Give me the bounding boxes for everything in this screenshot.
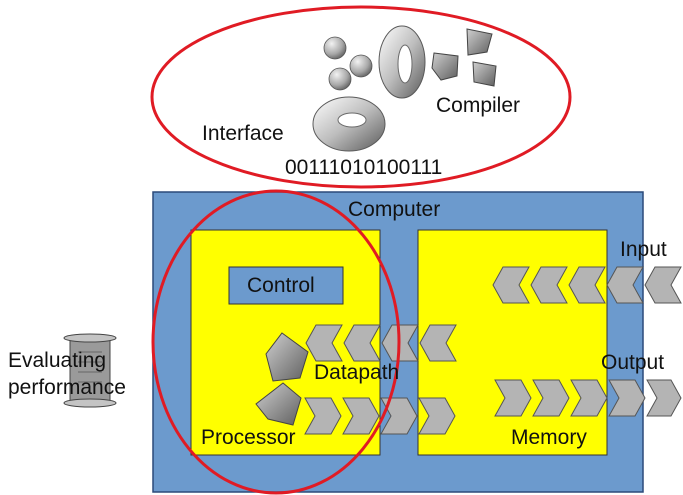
polygon-shard-icon <box>255 382 302 426</box>
control-label: Control <box>247 274 315 297</box>
output-arrows <box>494 379 682 417</box>
torus-icon <box>378 25 426 99</box>
sphere-icon <box>323 36 347 60</box>
chevron-arrow-icon <box>342 397 380 435</box>
compiler-label: Compiler <box>436 94 521 117</box>
datapath-label: Datapath <box>314 361 400 384</box>
chevron-arrow-icon <box>380 397 418 435</box>
datapath-lower-arrows <box>304 397 456 435</box>
chevron-arrow-icon <box>644 266 682 304</box>
control-box <box>228 266 344 305</box>
chevron-arrow-icon <box>570 379 608 417</box>
torus-icon <box>312 96 386 152</box>
polygon-shard-icon <box>472 61 497 87</box>
interface-highlight-ellipse <box>150 5 572 189</box>
polygon-shard-icon <box>466 28 493 56</box>
memory-label: Memory <box>511 426 587 449</box>
chevron-arrow-icon <box>530 266 568 304</box>
processor-label: Processor <box>201 426 296 449</box>
computer-label: Computer <box>348 198 441 221</box>
performance-label: performance <box>8 376 126 399</box>
chevron-arrow-icon <box>304 397 342 435</box>
chevron-arrow-icon <box>568 266 606 304</box>
output-label: Output <box>601 351 665 374</box>
input-label: Input <box>620 238 667 261</box>
input-arrows <box>492 266 682 304</box>
sphere-icon <box>349 54 373 78</box>
polygon-shard-icon <box>265 332 309 382</box>
chevron-arrow-icon <box>646 379 682 417</box>
evaluating-label: Evaluating <box>8 349 107 372</box>
chevron-arrow-icon <box>305 324 343 362</box>
chevron-arrow-icon <box>418 397 456 435</box>
processor-highlight-ellipse <box>151 189 401 495</box>
chevron-arrow-icon <box>343 324 381 362</box>
chevron-arrow-icon <box>606 266 644 304</box>
chevron-arrow-icon <box>492 266 530 304</box>
scroll-icon <box>63 333 117 408</box>
chevron-arrow-icon <box>494 379 532 417</box>
interface-label: Interface <box>202 122 284 145</box>
polygon-shard-icon <box>431 52 459 81</box>
chevron-arrow-icon <box>608 379 646 417</box>
chevron-arrow-icon <box>419 324 457 362</box>
binary-code-label: 00111010100111 <box>285 156 443 179</box>
sphere-icon <box>328 67 352 91</box>
chevron-arrow-icon <box>532 379 570 417</box>
